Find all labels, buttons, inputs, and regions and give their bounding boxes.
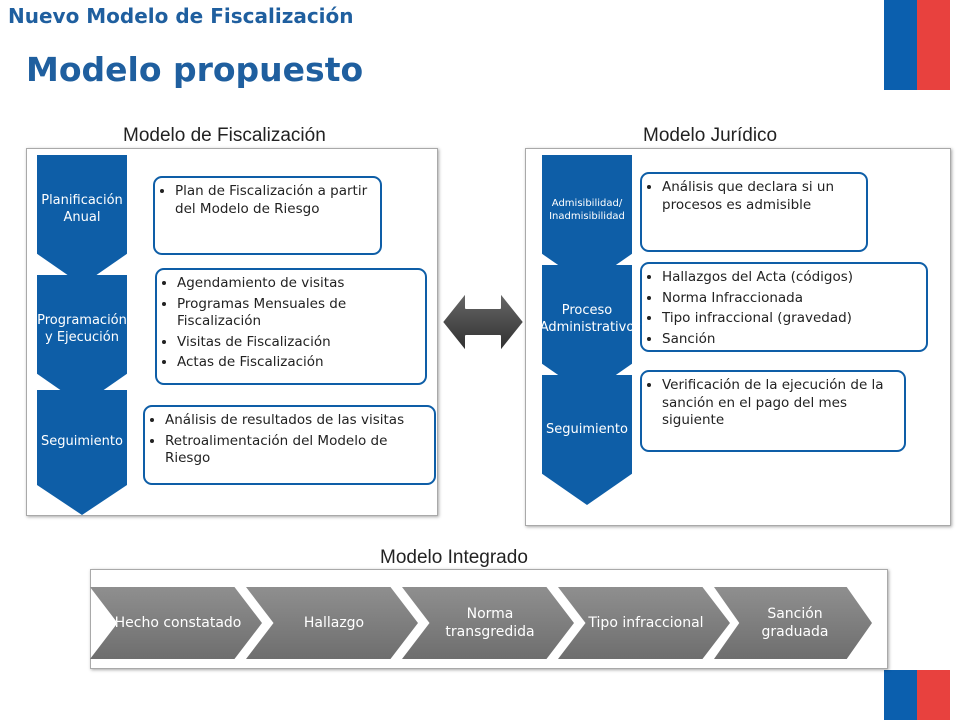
flow-step-hecho: Hecho constatado <box>90 587 262 659</box>
flow-step-sancion: Sanción graduada <box>714 587 872 659</box>
fisc-step-programacion-chevron: Programación y Ejecución <box>37 275 127 405</box>
header-kicker: Nuevo Modelo de Fiscalización <box>8 4 354 28</box>
flow-step-hallazgo: Hallazgo <box>246 587 418 659</box>
fisc-step-planificacion-chevron: Planificación Anual <box>37 155 127 285</box>
jur-step-admisibilidad-card: Análisis que declara si un procesos es a… <box>640 172 868 252</box>
list-item: Hallazgos del Acta (códigos) <box>662 269 920 287</box>
flow-step-label: Hallazgo <box>303 614 365 631</box>
list-item: Verificación de la ejecución de la sanci… <box>662 377 898 430</box>
fisc-step-seguimiento-card: Análisis de resultados de las visitas Re… <box>143 405 436 485</box>
flow-step-label: Tipo infraccional <box>588 614 704 631</box>
fisc-step-planificacion-card: Plan de Fiscalización a partir del Model… <box>153 176 382 255</box>
fisc-step-programacion-card: Agendamiento de visitas Programas Mensua… <box>155 268 427 385</box>
fisc-step-planificacion-label: Planificación Anual <box>41 193 123 225</box>
flow-step-label: Norma transgredida <box>445 605 535 640</box>
fisc-step-programacion-label: Programación y Ejecución <box>37 313 127 345</box>
jur-step-seguimiento-chevron: Seguimiento <box>542 375 632 505</box>
flow-step-norma: Norma transgredida <box>402 587 574 659</box>
jur-step-admisibilidad-label: Admisibilidad/ Inadmisibilidad <box>549 198 625 222</box>
flow-step-label: Sanción graduada <box>761 605 829 640</box>
list-item: Programas Mensuales de Fiscalización <box>177 296 419 331</box>
list-item: Plan de Fiscalización a partir del Model… <box>175 183 374 218</box>
list-item: Retroalimentación del Modelo de Riesgo <box>165 433 428 468</box>
double-arrow-icon <box>440 288 526 356</box>
flow-step-label: Hecho constatado <box>114 614 242 631</box>
page-title: Modelo propuesto <box>26 50 364 89</box>
list-item: Norma Infraccionada <box>662 290 920 308</box>
list-item: Actas de Fiscalización <box>177 354 419 372</box>
list-item: Tipo infraccional (gravedad) <box>662 310 920 328</box>
fiscalizacion-title: Modelo de Fiscalización <box>123 125 326 146</box>
juridico-title: Modelo Jurídico <box>643 125 778 146</box>
chile-flag-top-logo <box>884 0 950 90</box>
fisc-step-seguimiento-chevron: Seguimiento <box>37 390 127 515</box>
list-item: Análisis de resultados de las visitas <box>165 412 428 430</box>
integrado-title: Modelo Integrado <box>380 547 528 568</box>
jur-step-admisibilidad-chevron: Admisibilidad/ Inadmisibilidad <box>542 155 632 285</box>
jur-step-seguimiento-card: Verificación de la ejecución de la sanci… <box>640 370 906 452</box>
fisc-step-seguimiento-label: Seguimiento <box>41 434 123 450</box>
chile-flag-bottom-logo <box>884 670 950 720</box>
list-item: Sanción <box>662 331 920 349</box>
list-item: Agendamiento de visitas <box>177 275 419 293</box>
list-item: Análisis que declara si un procesos es a… <box>662 179 860 214</box>
jur-step-seguimiento-label: Seguimiento <box>546 421 628 437</box>
jur-step-proceso-card: Hallazgos del Acta (códigos) Norma Infra… <box>640 262 928 352</box>
jur-step-proceso-label: Proceso Administrativo <box>539 303 635 335</box>
flow-step-tipo: Tipo infraccional <box>558 587 730 659</box>
list-item: Visitas de Fiscalización <box>177 334 419 352</box>
jur-step-proceso-chevron: Proceso Administrativo <box>542 265 632 395</box>
